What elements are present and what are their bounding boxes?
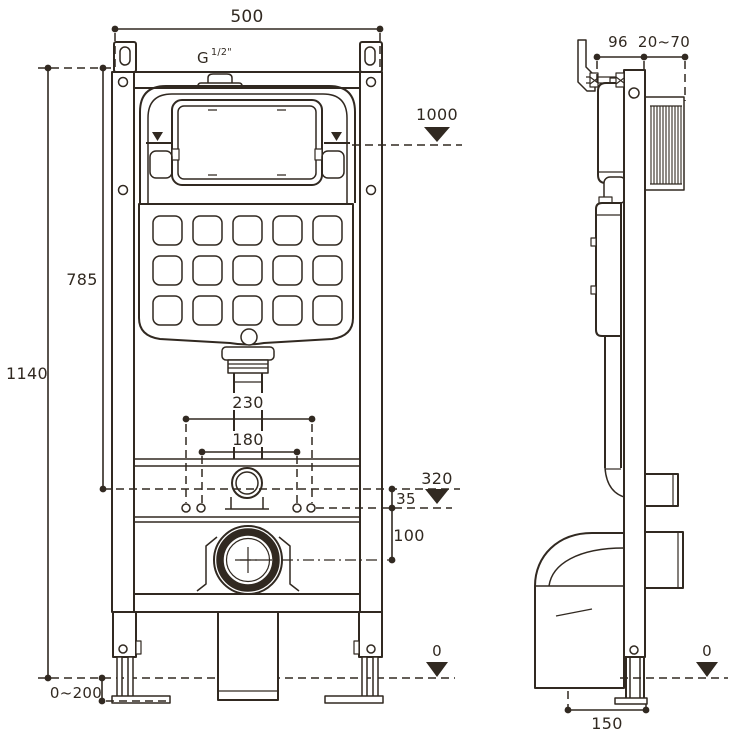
side-view: 96 20~70 150 0 xyxy=(534,33,728,733)
dim-overall-height: 1140 xyxy=(6,64,112,682)
side-pocket-right xyxy=(321,150,345,179)
level-floor-front: 0 xyxy=(426,642,448,677)
dim-stud-spacing-narrow: 180 xyxy=(198,430,301,503)
dim-label-35: 35 xyxy=(396,490,416,508)
level-marker-icon xyxy=(425,489,449,504)
dim-upper-height: 785 xyxy=(66,64,107,493)
foot-plate-side xyxy=(614,697,648,705)
water-level-marker-left-icon xyxy=(146,132,172,144)
top-bracket-right-slot xyxy=(364,46,376,66)
cistern-tank xyxy=(138,203,354,346)
dim-label-1000: 1000 xyxy=(416,105,458,124)
wc-fixing-studs xyxy=(181,503,316,513)
adjustable-legs xyxy=(111,611,384,704)
dim-label-230: 230 xyxy=(232,393,263,412)
wall-bracket xyxy=(577,39,625,92)
thread-fraction-label: 1/2" xyxy=(211,47,232,58)
dim-label-0-200: 0~200 xyxy=(50,684,102,702)
dim-frame-depth: 96 20~70 xyxy=(593,33,690,101)
level-flush-plate: 1000 xyxy=(352,105,462,146)
dim-overall-width: 500 xyxy=(111,7,384,70)
dim-label-0-side: 0 xyxy=(702,642,712,660)
dim-label-20-70: 20~70 xyxy=(638,33,690,51)
dim-label-100: 100 xyxy=(393,526,424,545)
dim-label-96: 96 xyxy=(608,33,628,51)
flush-bend-connector xyxy=(225,467,269,510)
foot-plate-right xyxy=(324,695,384,704)
level-marker-icon xyxy=(426,662,448,677)
drain-duct-box xyxy=(217,611,279,701)
flush-pipe xyxy=(221,346,275,459)
top-bracket-left-slot xyxy=(119,46,131,66)
inlet-stub xyxy=(644,473,679,507)
dim-label-320: 320 xyxy=(421,469,452,488)
front-view: 500 G 1/2" 1140 785 1000 230 xyxy=(6,7,462,705)
upper-crossbar xyxy=(134,458,360,467)
dim-label-180: 180 xyxy=(232,430,263,449)
dim-label-785: 785 xyxy=(66,270,97,289)
level-marker-icon xyxy=(696,662,718,677)
tank-drain-plug xyxy=(240,328,258,346)
wall-hatch-stripes xyxy=(650,106,682,184)
dim-stud-spacing-wide: 230 xyxy=(182,393,316,503)
thread-size-label: G 1/2" xyxy=(197,47,232,67)
frame-holes xyxy=(117,76,377,196)
lower-crossbar xyxy=(134,516,360,523)
wall-finish-hatch xyxy=(645,96,685,191)
water-inlet-fitting xyxy=(197,73,243,88)
cistern-side-profile xyxy=(590,77,629,499)
outlet-stub xyxy=(644,531,684,589)
dim-outlet-projection: 150 xyxy=(564,691,650,733)
dim-foot-adjustment: 0~200 xyxy=(50,674,170,705)
water-level-marker-right-icon xyxy=(324,132,350,144)
drain-elbow xyxy=(534,532,625,689)
cistern-grid xyxy=(152,215,343,326)
level-stud-inlet-outlet: 320 35 100 xyxy=(103,469,460,564)
level-marker-icon xyxy=(424,127,450,142)
thread-g-label: G xyxy=(197,49,209,67)
foot-plate-left xyxy=(111,695,171,704)
dim-label-150: 150 xyxy=(591,714,622,733)
dim-label-1140: 1140 xyxy=(6,364,48,383)
dim-label-500: 500 xyxy=(230,7,263,27)
flush-plate-window xyxy=(139,85,356,203)
frame-upright xyxy=(623,69,646,658)
side-pocket-left xyxy=(149,150,173,179)
level-floor-side: 0 xyxy=(696,642,718,677)
dim-label-0-front: 0 xyxy=(432,642,442,660)
